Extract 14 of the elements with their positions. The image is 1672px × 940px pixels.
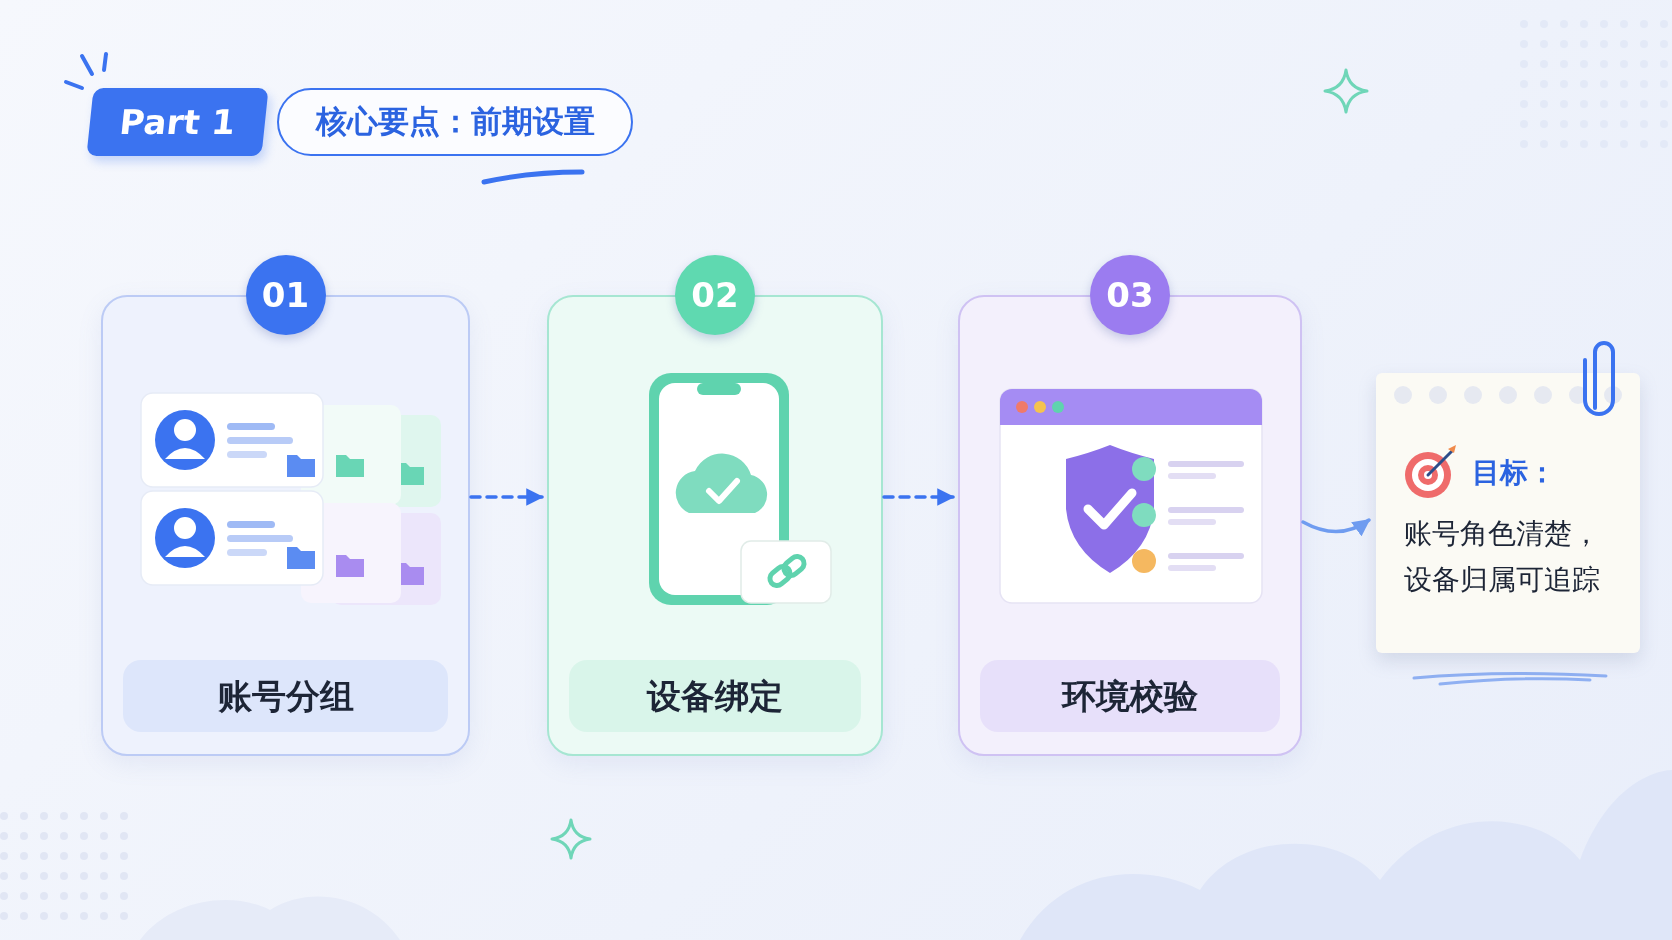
part-badge: Part 1 xyxy=(86,88,269,156)
goal-heading: 目标： xyxy=(1472,455,1556,491)
goal-text: 账号角色清楚，设备归属可追踪 xyxy=(1404,516,1601,598)
number-badge: 01 xyxy=(245,255,326,335)
step-label: 设备绑定 xyxy=(569,660,861,732)
arrow xyxy=(1301,518,1371,537)
number-badge: 03 xyxy=(1090,255,1170,335)
step-label: 环境校验 xyxy=(980,660,1280,732)
number-badge: 02 xyxy=(675,255,755,335)
arrow xyxy=(469,488,544,506)
title-pill: 核心要点：前期设置 xyxy=(277,88,633,156)
arrow xyxy=(882,488,955,506)
note-card xyxy=(1376,373,1640,653)
step-label: 账号分组 xyxy=(123,660,448,732)
